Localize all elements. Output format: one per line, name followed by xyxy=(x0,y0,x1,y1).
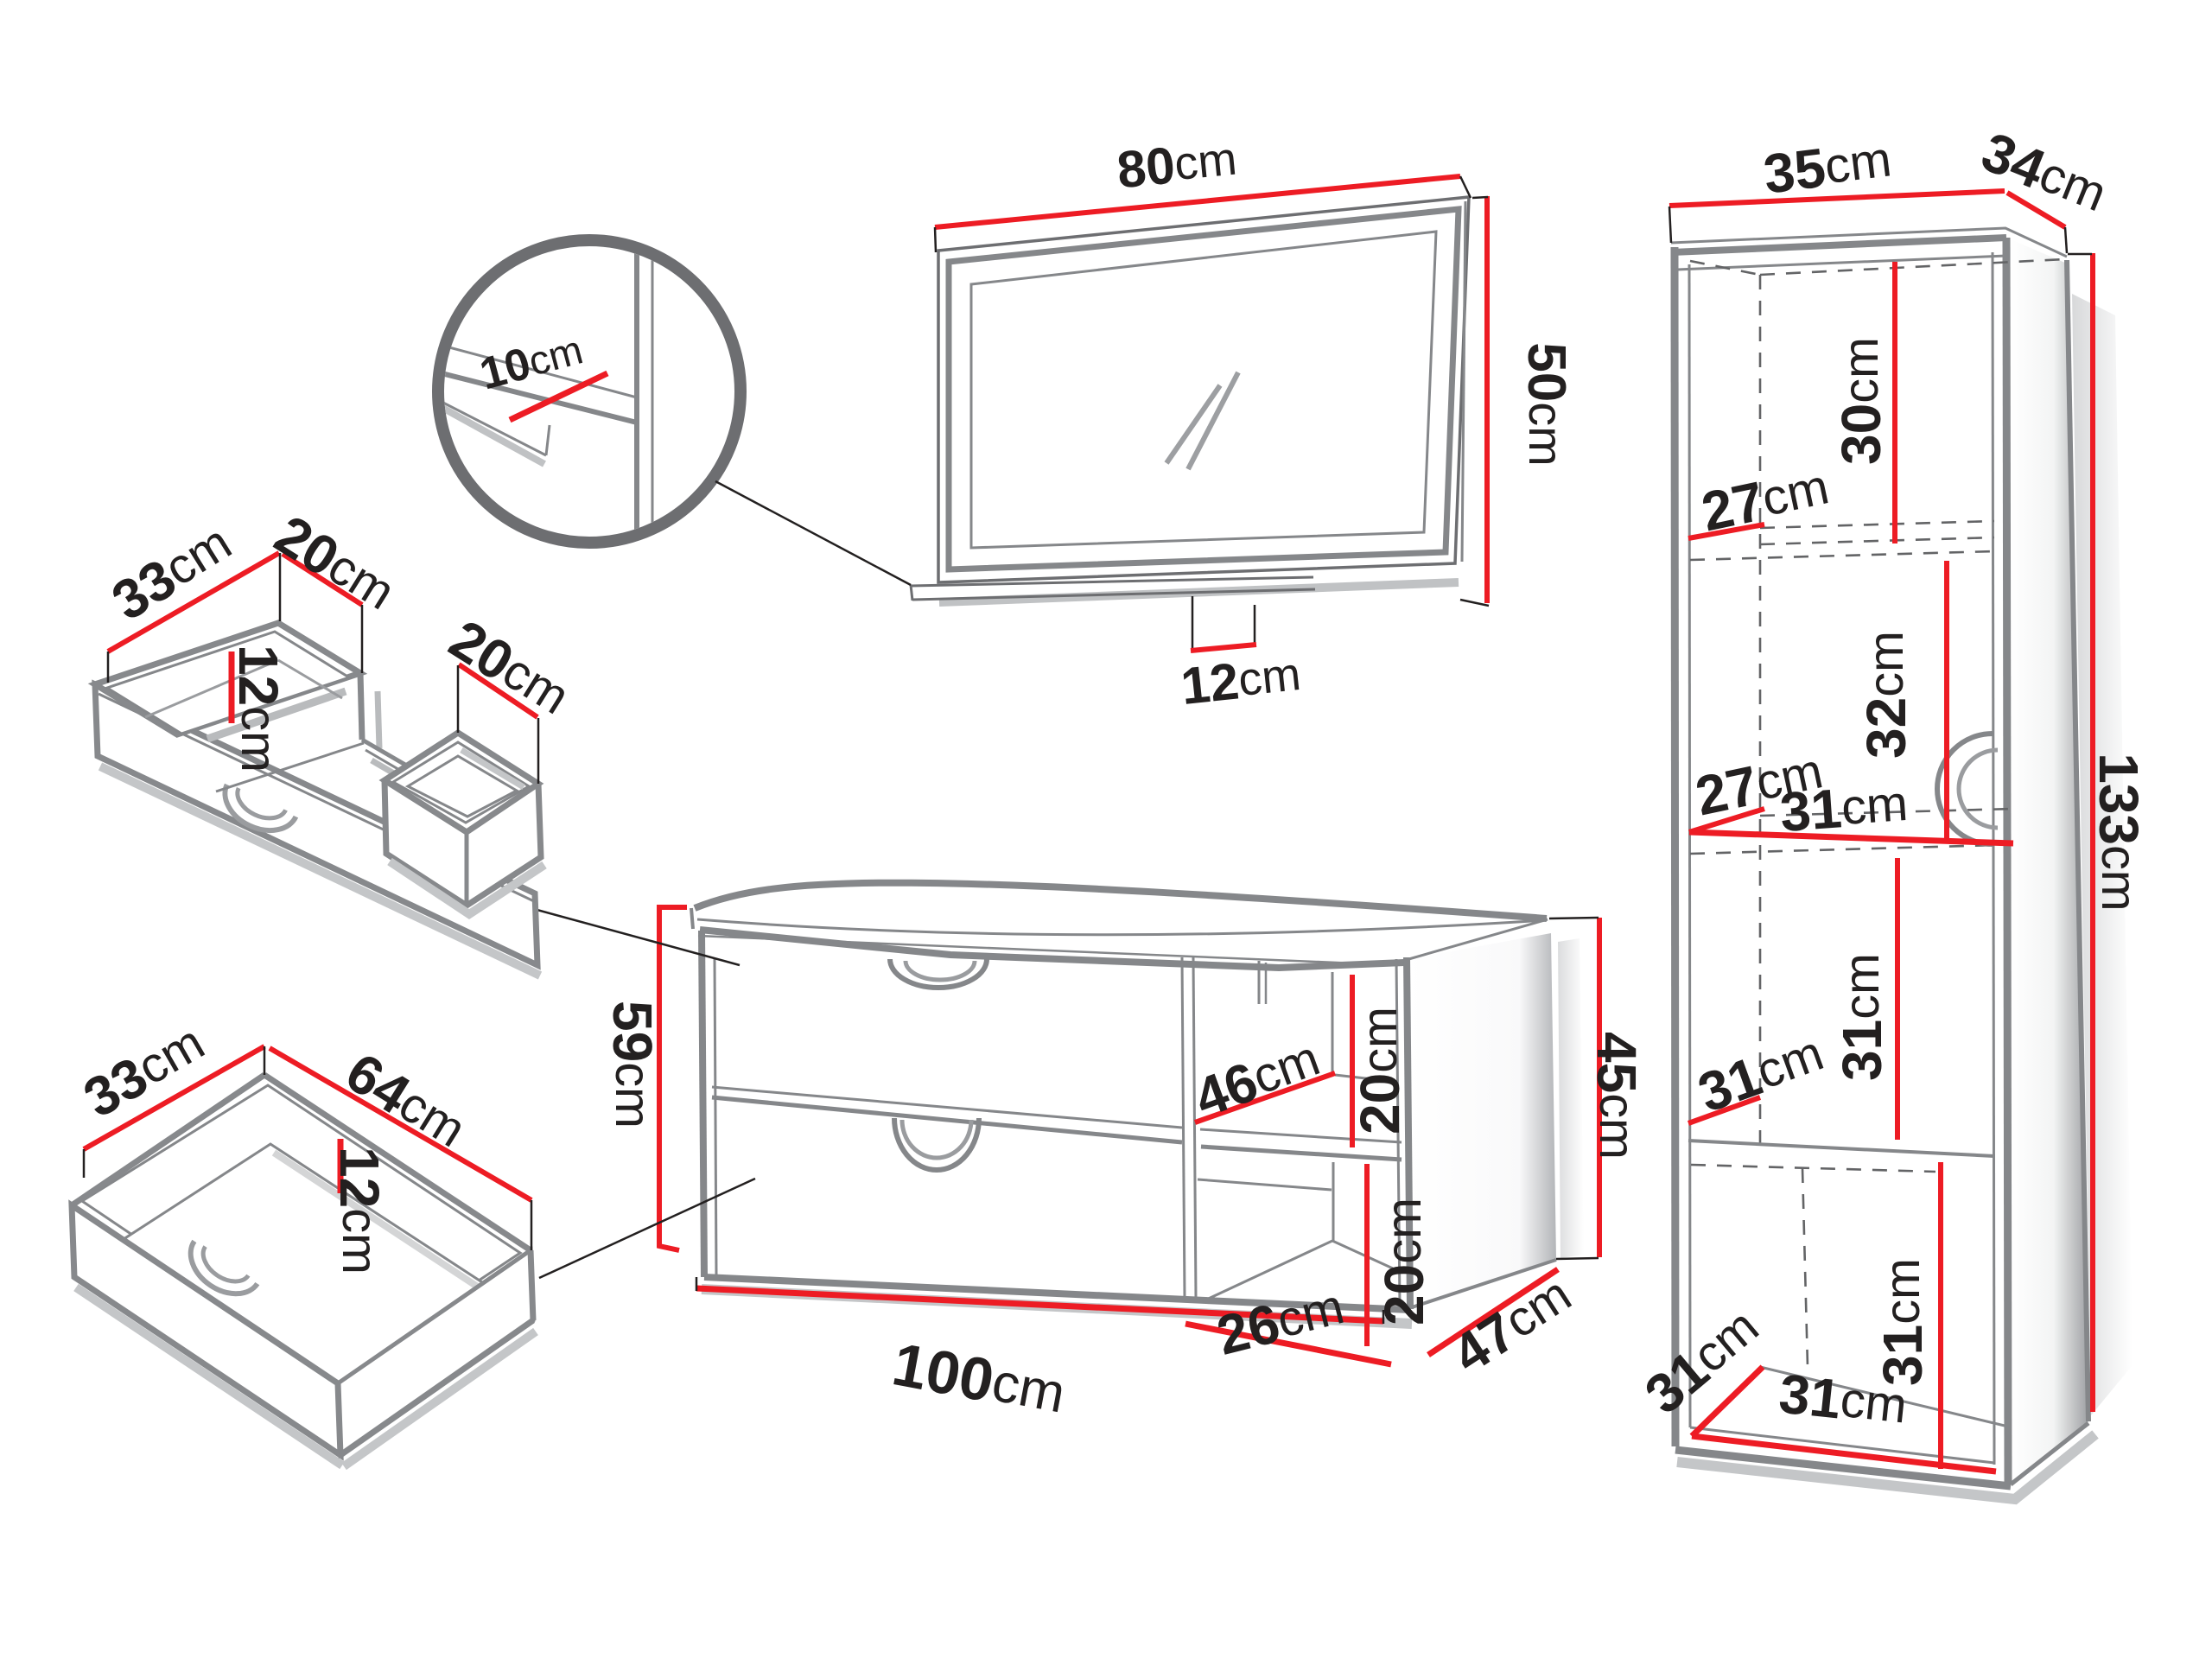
svg-text:32cm: 32cm xyxy=(1855,631,1917,759)
svg-text:31cm: 31cm xyxy=(1777,1362,1910,1437)
svg-text:12cm: 12cm xyxy=(328,1147,391,1274)
svg-text:20cm: 20cm xyxy=(1349,1007,1411,1135)
svg-text:50cm: 50cm xyxy=(1517,342,1577,466)
svg-text:30cm: 30cm xyxy=(1830,337,1892,465)
svg-text:27cm: 27cm xyxy=(1690,740,1828,827)
svg-text:31cm: 31cm xyxy=(1778,772,1910,843)
svg-text:80cm: 80cm xyxy=(1115,130,1240,199)
svg-text:12cm: 12cm xyxy=(227,645,289,772)
svg-text:31cm: 31cm xyxy=(1831,953,1893,1081)
svg-text:20cm: 20cm xyxy=(1373,1198,1435,1325)
svg-text:45cm: 45cm xyxy=(1586,1032,1648,1160)
svg-text:31cm: 31cm xyxy=(1872,1258,1934,1386)
svg-text:59cm: 59cm xyxy=(601,1001,664,1128)
svg-text:27cm: 27cm xyxy=(1696,455,1834,543)
svg-text:133cm: 133cm xyxy=(2088,753,2150,912)
svg-text:12cm: 12cm xyxy=(1179,645,1304,715)
svg-text:35cm: 35cm xyxy=(1760,128,1895,205)
